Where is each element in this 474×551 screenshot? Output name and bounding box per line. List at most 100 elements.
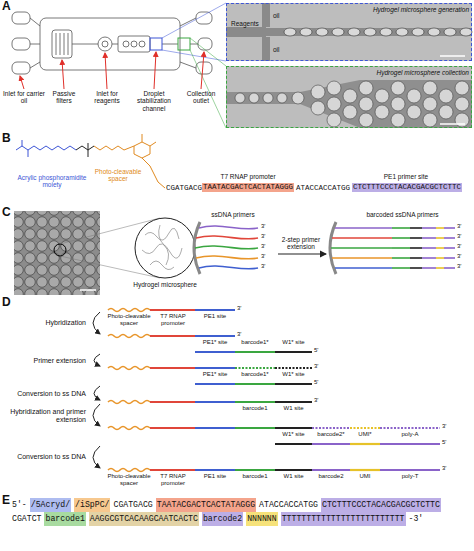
annotation-label: barcoded ssDNA primers: [345, 211, 460, 218]
micrograph-frame: Hydrogel microsphere collection: [226, 66, 472, 128]
annotation-label: Primer extension: [2, 357, 86, 365]
annotation-label: W1 site: [275, 405, 312, 412]
sequence-box: /5Acryd/: [30, 498, 71, 512]
annotation-label: Hydrogel microsphere: [126, 281, 204, 288]
panel-letter: B: [2, 132, 16, 146]
frame-caption: Hydrogel microsphere collection: [345, 69, 469, 76]
annotation-label: Conversion to ss DNA: [2, 390, 86, 398]
sequence-box: TAATACGACTCACTATAGGG: [156, 498, 256, 512]
strand-end-label: 3': [442, 423, 452, 430]
annotation-label: W1 site: [275, 473, 312, 480]
strand-end-label: 3': [237, 305, 247, 312]
annotation-label: PE1* site: [195, 371, 235, 378]
strand-end-label: 3': [237, 331, 247, 338]
annotation-label: Photo-cleavable spacer: [100, 473, 158, 487]
frame-caption: Hydrogel microsphere generation: [345, 6, 469, 13]
annotation-label: Inlet for reagents: [86, 90, 128, 105]
strand-end-label: UMI: [350, 473, 380, 480]
panel-letter: C: [2, 206, 16, 220]
annotation-label: ATACCACCATGG: [296, 184, 356, 193]
sequence-text: TAATACGACTCACTATAGGG: [203, 183, 293, 191]
sequence-box: barcode1: [44, 512, 85, 526]
sequence-text: TTTTTTTTTTTTTTTTTTTTTTTTT: [282, 514, 405, 523]
sequence-text: ATACCACCATGG: [259, 498, 318, 512]
strand-end-label: 3': [261, 243, 273, 250]
sequence-text: 5'-: [12, 498, 27, 512]
strand-end-label: 3': [457, 233, 469, 240]
strand-end-label: 3': [314, 397, 324, 404]
sequence-box: /iSpPC/: [74, 498, 110, 512]
annotation-label: Hybridization and primer extension: [2, 408, 86, 424]
micrograph-frame: ReagentsoiloilHydrogel microsphere gener…: [226, 3, 472, 61]
sequence-box: CTCTTTCCCTACACGACGCTCTTC: [321, 498, 441, 512]
annotation-label: poly-T: [380, 473, 440, 480]
strand-end-label: 3': [314, 363, 324, 370]
annotation-label: CGATGACG: [166, 184, 206, 193]
sequence-box: barcode2: [202, 512, 243, 526]
sequence-text: /5Acryd/: [31, 500, 70, 509]
sequence-box: TAATACGACTCACTATAGGG: [202, 183, 294, 192]
panel-letter: D: [2, 296, 16, 310]
strand-end-label: 5': [314, 379, 324, 386]
annotation-label: barcode1*: [235, 339, 275, 346]
strand-end-label: 3': [261, 233, 273, 240]
strand-end-label: 3': [261, 263, 273, 270]
sequence-text: barcode2: [203, 514, 242, 523]
strand-end-label: 5': [314, 347, 324, 354]
annotation-label: barcode2*: [312, 431, 350, 438]
strand-end-label: 3': [261, 223, 273, 230]
annotation-label: T7 RNAP promoter: [202, 173, 294, 180]
annotation-label: PE1 site: [195, 313, 235, 320]
annotation-label: W1* site: [275, 431, 312, 438]
annotation-label: W1* site: [275, 371, 312, 378]
strand-end-label: 5': [442, 439, 452, 446]
panel-letter: A: [2, 0, 16, 14]
sequence-box: TTTTTTTTTTTTTTTTTTTTTTTTT: [281, 512, 406, 526]
strand-end-label: 3': [457, 223, 469, 230]
annotation-label: W1* site: [275, 339, 312, 346]
sequence-line: 5'- /5Acryd/ /iSpPC/CGATGACG TAATACGACTCACT…: [12, 498, 472, 526]
annotation-label: UMI*: [350, 431, 380, 438]
annotation-label: poly-A: [380, 431, 440, 438]
annotation-label: T7 RNAP promoter: [148, 473, 198, 487]
sequence-text: CGATCT: [12, 512, 41, 526]
annotation-label: barcode1*: [235, 371, 275, 378]
annotation-label: Photo-cleavable spacer: [100, 313, 158, 327]
annotation-label: Conversion to ss DNA: [2, 453, 86, 461]
sequence-text: AAGGCGTCACAAGCAATCACTC: [90, 514, 198, 523]
sequence-text: NNNNNN: [247, 514, 276, 523]
strand-end-label: 3': [457, 253, 469, 260]
annotation-label: Hybridization: [2, 319, 86, 327]
sequence-text: /iSpPC/: [75, 500, 109, 509]
annotation-label: Collection outlet: [180, 90, 222, 105]
strand-end-label: 3': [457, 263, 469, 270]
sequence-box: NNNNNN: [246, 512, 277, 526]
strand-end-label: 3': [442, 465, 452, 472]
annotation-label: Photo-cleavable spacer: [88, 168, 148, 183]
sequence-text: -3': [409, 512, 424, 526]
annotation-label: barcode1: [235, 405, 275, 412]
annotation-label: PE1* site: [195, 339, 235, 346]
frame-caption: oil: [273, 12, 293, 19]
strand-end-label: 3': [457, 243, 469, 250]
sequence-box: CTCTTTCCCTACACGACGCTCTTC: [352, 183, 462, 192]
frame-caption: oil: [273, 46, 293, 53]
annotation-label: Passive filters: [44, 90, 84, 105]
sequence-text: TAATACGACTCACTATAGGG: [157, 500, 255, 509]
annotation-label: ssDNA primers: [198, 211, 268, 218]
frame-caption: Reagents: [231, 20, 271, 27]
sequence-text: CGATGACG: [113, 498, 152, 512]
annotation-label: Droplet stabilization channel: [128, 90, 180, 112]
annotation-label: Inlet for carrier oil: [2, 90, 46, 105]
sequence-text: CTCTTTCCCTACACGACGCTCTTC: [353, 183, 461, 191]
annotation-label: barcode2: [312, 473, 350, 480]
sequence-box: AAGGCGTCACAAGCAATCACTC: [89, 512, 199, 526]
annotation-label: PE1 site: [195, 473, 235, 480]
annotation-label: barcode1: [235, 473, 275, 480]
annotation-label: 2-step primer extension: [272, 236, 330, 251]
annotation-label: T7 RNAP promoter: [148, 313, 198, 327]
strand-end-label: 3': [261, 253, 273, 260]
sequence-text: barcode1: [45, 514, 84, 523]
